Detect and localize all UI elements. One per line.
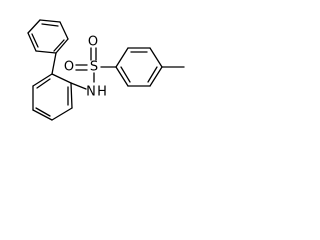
nitrogen-label: N <box>86 85 96 100</box>
molecule-drawing: O O S N H <box>27 19 185 121</box>
biphenyl-bond <box>51 52 57 75</box>
bond <box>39 19 61 23</box>
bond <box>27 19 41 34</box>
top-phenyl-ring <box>27 19 69 54</box>
bond <box>70 82 73 109</box>
double-bond-inner <box>41 23 59 27</box>
sulfur-label: S <box>90 60 98 75</box>
bond <box>32 73 53 87</box>
structure-canvas: O O S N H <box>0 0 217 161</box>
bond <box>51 73 72 84</box>
bond <box>32 109 53 121</box>
bond <box>149 66 163 87</box>
bond <box>55 38 69 54</box>
double-bond-inner <box>31 33 39 48</box>
bond <box>35 50 57 54</box>
bond <box>51 107 73 121</box>
bond <box>27 32 37 52</box>
bond <box>59 21 69 40</box>
double-bond-inner <box>36 78 51 89</box>
double-bond-inner <box>53 39 65 52</box>
tolyl-ring <box>115 47 163 87</box>
bond <box>115 66 129 87</box>
oxygen-label-left: O <box>64 60 74 75</box>
double-bond-inner <box>35 107 51 117</box>
c-n-bond <box>70 82 87 90</box>
hydrogen-label: H <box>97 85 107 100</box>
oxygen-label-top: O <box>88 35 98 50</box>
bond <box>149 47 163 68</box>
bond <box>115 47 129 68</box>
double-bond-inner <box>147 66 158 83</box>
double-bond-inner <box>120 66 131 83</box>
bottom-phenyl-ring <box>32 73 73 121</box>
